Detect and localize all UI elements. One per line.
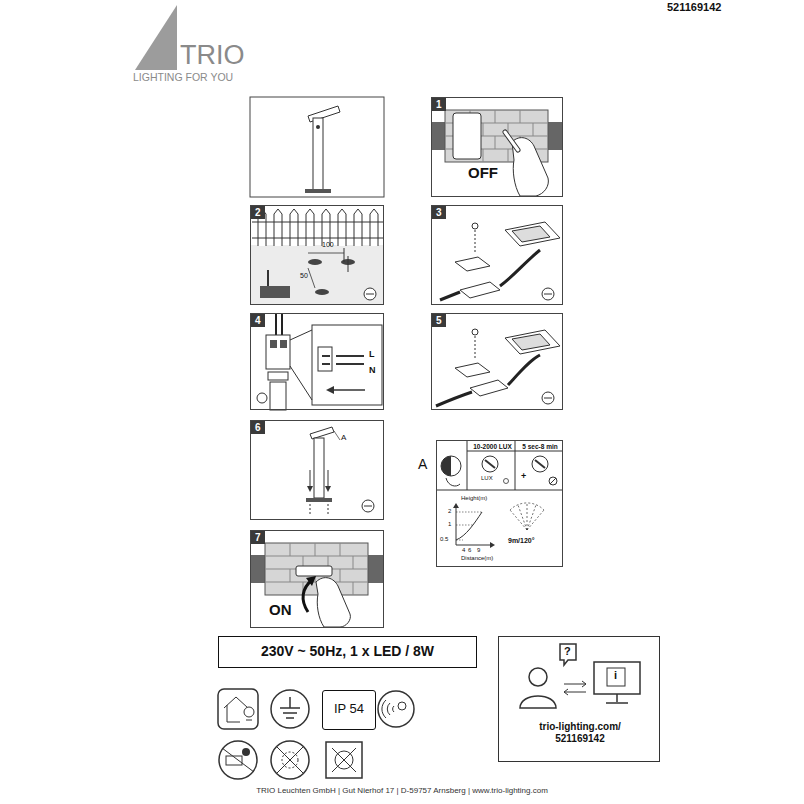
drilling-scene <box>251 209 383 304</box>
label: 4 <box>462 547 465 554</box>
step-panel: 1OFF <box>431 97 563 197</box>
step-panel: 3 <box>431 205 563 305</box>
node-text: 230V ~ 50Hz, 1 x LED / 8W <box>219 643 476 659</box>
product-view <box>250 97 384 197</box>
label: L <box>369 349 375 359</box>
label: 0.5 <box>440 536 448 543</box>
step-number: 1 <box>432 98 446 111</box>
info-box: trio-lighting.com/ 521169142 <box>498 636 660 762</box>
node-text: IP 54 <box>323 702 375 717</box>
switch-off-scene <box>431 110 563 196</box>
spec-box: 230V ~ 50Hz, 1 x LED / 8W <box>218 636 477 668</box>
step-number: 6 <box>251 421 265 434</box>
logo-text: TRIO <box>180 40 245 71</box>
ip-rating-box: IP 54 <box>322 690 376 730</box>
label: Height(m) <box>461 495 487 502</box>
step-number: 5 <box>432 314 446 327</box>
node-text: 10-2000 LUX <box>469 443 516 450</box>
step-panel: 2 <box>250 205 384 305</box>
label: ? <box>564 645 571 658</box>
step-panel: 10-2000 LUX5 sec-8 min <box>436 440 563 567</box>
label: i <box>614 669 617 682</box>
node-text: OFF <box>468 164 498 181</box>
step-number: 2 <box>251 206 265 219</box>
step-panel: 5 <box>431 313 563 410</box>
step-panel: 6 <box>250 420 384 520</box>
step-number: 4 <box>251 314 265 327</box>
bollard-assembly-scene <box>306 427 374 514</box>
step-number: 7 <box>251 531 265 544</box>
logo-text: LIGHTING FOR YOU <box>133 71 233 83</box>
label: 2 <box>448 508 451 515</box>
part-number: 521169142 <box>667 1 721 14</box>
label: 6 <box>468 547 471 554</box>
node-text: trio-lighting.com/ 521169142 <box>525 721 635 744</box>
terminal-connection-scene <box>257 314 382 410</box>
label: 50 <box>300 272 308 280</box>
sensor-settings-drawing <box>437 441 563 548</box>
label: 9m/120° <box>508 537 535 545</box>
label: A <box>341 433 346 442</box>
mounting-scene <box>436 329 560 406</box>
symbol-icons <box>218 689 414 779</box>
label: 1 <box>448 521 451 528</box>
node-text: 5 sec-8 min <box>517 443 563 450</box>
label: A <box>418 456 427 472</box>
label: 100 <box>322 241 334 249</box>
switch-on-scene <box>251 543 383 627</box>
footer-text: TRIO Leuchten GmbH | Gut Nierhof 17 | D-… <box>150 786 654 795</box>
logo-triangle <box>135 5 177 70</box>
label: N <box>369 365 376 375</box>
label: LUX <box>481 475 493 482</box>
label: 9 <box>477 547 480 554</box>
info-icons <box>520 644 640 708</box>
step-panel: 4 <box>250 313 384 410</box>
plate-wiring-scene <box>440 222 560 300</box>
node-text: ON <box>269 601 292 618</box>
step-panel: 7ON <box>250 530 384 628</box>
step-number: 3 <box>432 206 446 219</box>
label: + <box>521 471 526 481</box>
label: Distance(m) <box>461 555 493 562</box>
